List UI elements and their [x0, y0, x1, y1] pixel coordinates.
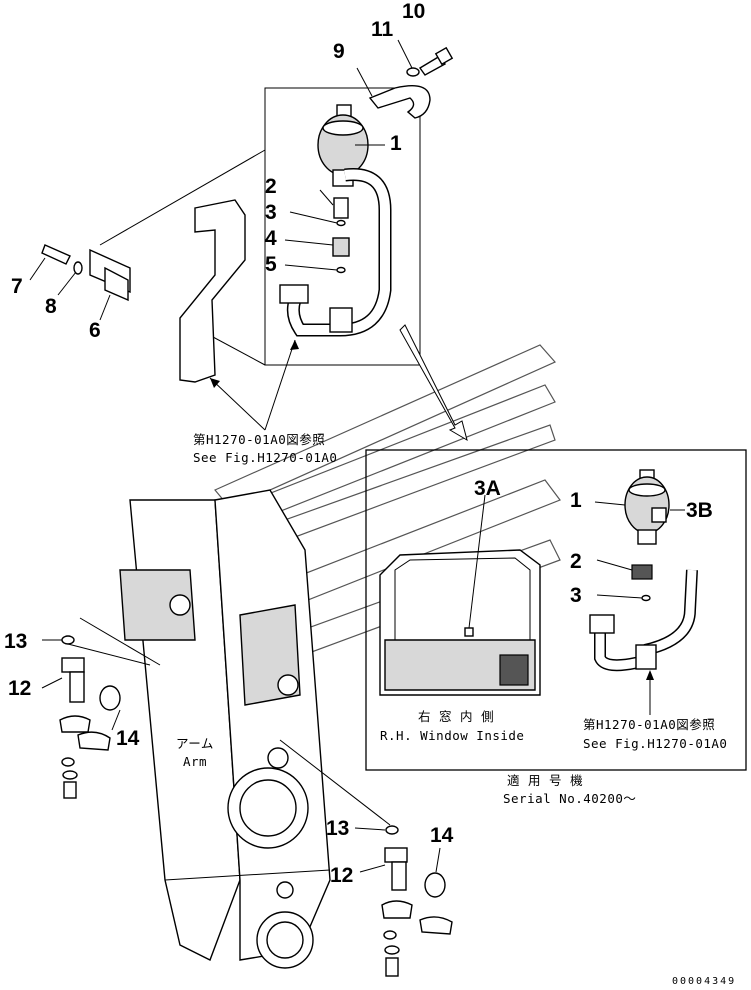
drawing-code: 00004349: [672, 976, 736, 987]
inset-box: [365, 449, 747, 771]
window-label-en: R.H. Window Inside: [380, 728, 524, 743]
accumulator-top: [317, 104, 369, 187]
callout-13-left: 13: [4, 630, 27, 653]
callout-5: 5: [265, 253, 277, 276]
callout-13-bottom: 13: [326, 817, 349, 840]
arm-label-en: Arm: [183, 754, 207, 769]
callout-10: 10: [402, 0, 425, 23]
serial-label-en: Serial No.40200〜: [503, 791, 636, 806]
callout-2-top: 2: [265, 175, 277, 198]
ref-top-jp: 第H1270-01A0図参照: [193, 432, 325, 447]
callout-11: 11: [371, 18, 394, 41]
callout-7: 7: [11, 275, 23, 298]
left-fitting-cluster: [41, 617, 161, 799]
callout-2-inset: 2: [570, 550, 582, 573]
hydraulic-hose-top: [279, 167, 392, 337]
arm-structure: [119, 489, 331, 969]
accumulator-inset: [589, 469, 698, 715]
callout-8: 8: [45, 295, 57, 318]
mounting-bracket: [89, 199, 246, 383]
ref-top-en: See Fig.H1270-01A0: [193, 450, 337, 465]
clamp-bracket: [368, 85, 431, 119]
callout-12-left: 12: [8, 677, 31, 700]
window-label-jp: 右 窓 内 側: [418, 709, 494, 724]
callout-9: 9: [333, 40, 345, 63]
washer-bolt-top: [406, 46, 454, 77]
callout-3B: 3B: [686, 499, 713, 522]
callout-12-bottom: 12: [330, 864, 353, 887]
callout-1-top: 1: [390, 132, 402, 155]
callout-1-inset: 1: [570, 489, 582, 512]
cab-window-drawing: [379, 494, 541, 696]
callout-3-inset: 3: [570, 584, 582, 607]
serial-label-jp: 適 用 号 機: [507, 773, 583, 788]
fitting-stack: [332, 197, 350, 274]
callout-14-left: 14: [116, 727, 140, 750]
callout-6: 6: [89, 319, 101, 342]
leader-lines: [29, 39, 468, 442]
callout-4: 4: [265, 227, 277, 250]
callout-3-top: 3: [265, 201, 277, 224]
bolt-washer-left: [41, 244, 83, 275]
ref-inset-jp: 第H1270-01A0図参照: [583, 717, 715, 732]
callout-14-bottom: 14: [430, 824, 454, 847]
arm-label-jp: アーム: [176, 736, 214, 751]
ref-inset-en: See Fig.H1270-01A0: [583, 736, 727, 751]
callout-3A: 3A: [474, 477, 501, 500]
bottom-fitting-cluster: [279, 739, 453, 977]
